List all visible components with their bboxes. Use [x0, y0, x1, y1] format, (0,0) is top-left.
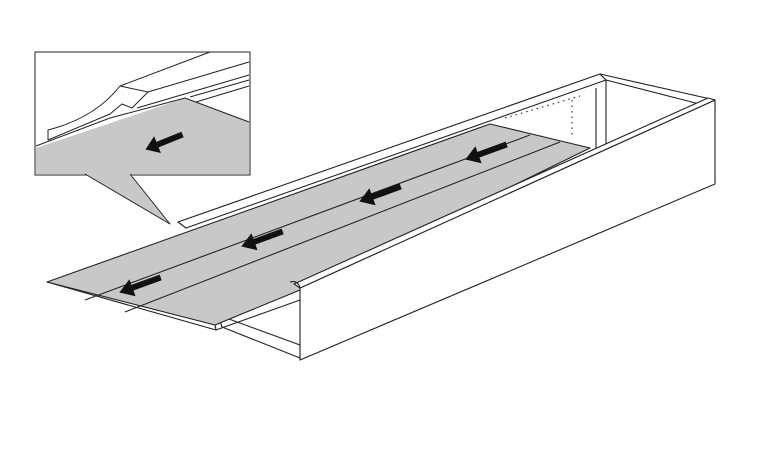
slide-direction-arrow-icon [145, 131, 184, 153]
dowel-holes [504, 95, 581, 119]
panel-thickness [46, 281, 301, 331]
drawer-bottom-left [217, 314, 301, 359]
groove-notch [289, 281, 301, 289]
panel-edge [214, 324, 217, 331]
slide-direction-arrow-icon [359, 183, 402, 206]
drawer-front-top [293, 97, 716, 289]
arrows [119, 141, 508, 297]
slide-direction-arrow-icon [119, 274, 162, 297]
detail-callout [34, 51, 251, 225]
slide-direction-arrow-icon [241, 228, 284, 251]
panel-seam [84, 134, 531, 301]
panel-seam [124, 141, 561, 313]
slide-direction-arrow-icon [465, 141, 508, 164]
